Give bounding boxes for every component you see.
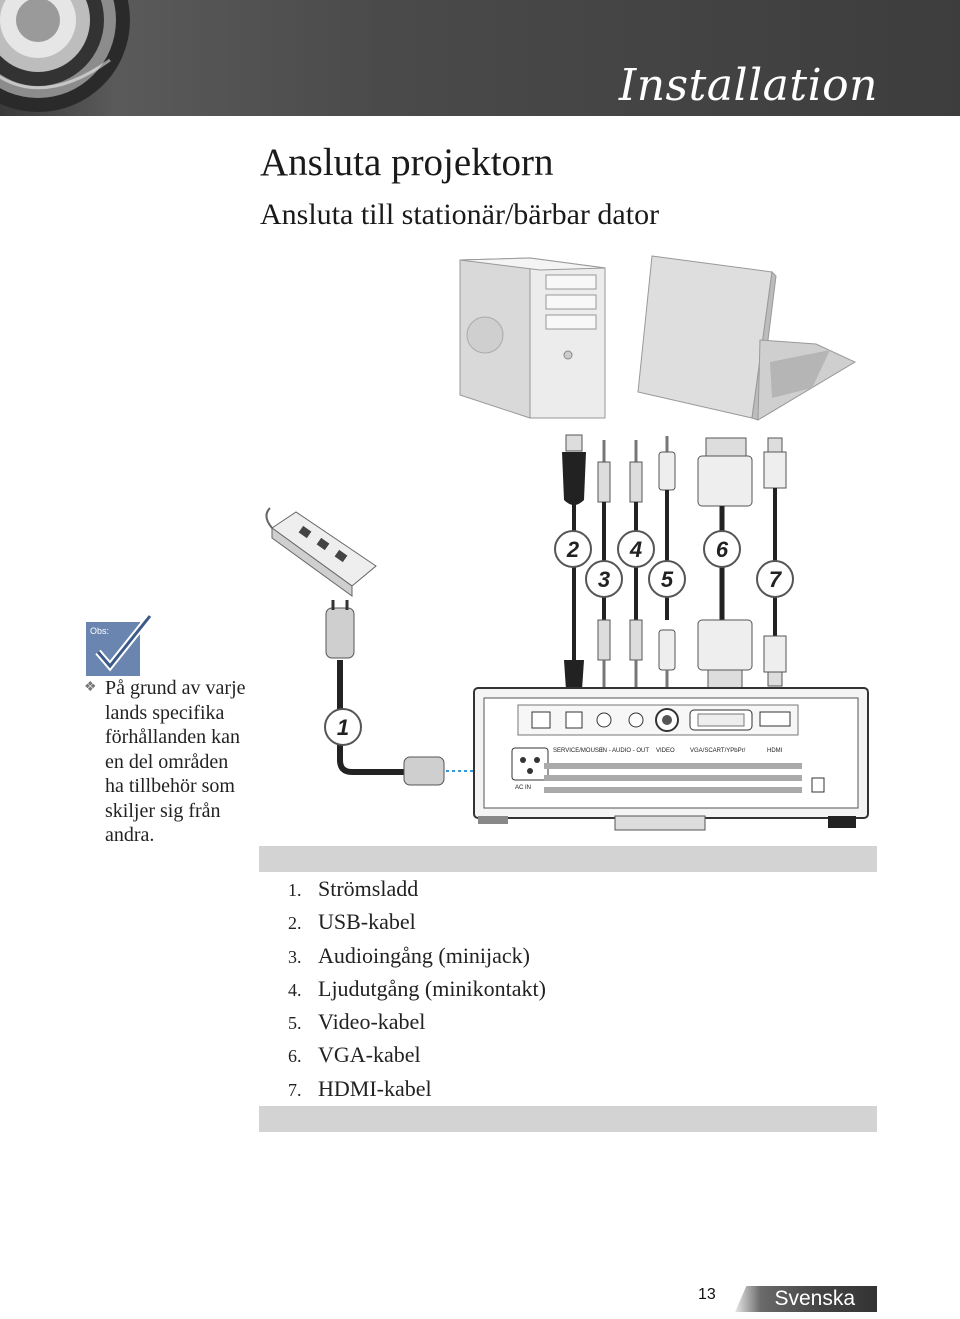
connection-diagram: 1 2 3 4 5 6 7: [265, 255, 869, 831]
callout-1: 1: [324, 708, 362, 746]
cable-legend-list: 1.Strömsladd 2.USB-kabel 3.Audioingång (…: [288, 876, 546, 1109]
port-label-video: VIDEO: [656, 748, 675, 754]
page-number: 13: [698, 1286, 716, 1303]
callout-2: 2: [554, 530, 592, 568]
note-text: På grund av varje lands specifika förhål…: [105, 677, 246, 846]
legend-item: 3.Audioingång (minijack): [288, 942, 531, 968]
legend-item: 2.USB-kabel: [288, 909, 416, 935]
callout-6: 6: [703, 530, 741, 568]
svg-text:3: 3: [598, 567, 610, 592]
callout-badges: 1 2 3 4 5 6 7: [324, 530, 794, 746]
svg-text:2: 2: [566, 537, 580, 562]
note-text-block: ❖ På grund av varje lands specifika förh…: [84, 676, 252, 848]
legend-top-bar: [259, 846, 877, 872]
legend-item: 5.Video-kabel: [288, 1009, 426, 1035]
cable-usb: [562, 434, 586, 718]
legend-item: 6.VGA-kabel: [288, 1042, 421, 1068]
svg-text:7: 7: [769, 567, 783, 592]
projector-back-panel: SERVICE/MOUSE IN - AUDIO - OUT VIDEO VGA…: [473, 687, 869, 831]
laptop-image: [637, 255, 857, 421]
port-label-hdmi: HDMI: [767, 748, 783, 754]
desktop-pc-image: [459, 257, 606, 419]
header-band: Installation: [0, 0, 960, 116]
cable-vga: [697, 437, 753, 718]
port-label-service-mouse: SERVICE/MOUSE: [553, 748, 603, 754]
legend-item: 1.Strömsladd: [288, 876, 419, 901]
section-title: Installation: [618, 60, 878, 111]
callout-5: 5: [648, 560, 686, 598]
svg-text:4: 4: [629, 537, 642, 562]
svg-text:Obs:: Obs:: [90, 626, 109, 636]
svg-text:1: 1: [337, 715, 349, 740]
legend-item: 7.HDMI-kabel: [288, 1075, 432, 1101]
page-title: Ansluta projektorn: [260, 141, 554, 184]
power-strip-image: [265, 507, 377, 597]
diamond-bullet-icon: ❖: [84, 680, 97, 695]
lens-icon: [0, 0, 130, 112]
port-label-audio: IN - AUDIO - OUT: [601, 748, 649, 754]
callout-4: 4: [617, 530, 655, 568]
callout-3: 3: [585, 560, 623, 598]
legend-bottom-bar: [259, 1106, 877, 1132]
callout-7: 7: [756, 560, 794, 598]
language-tab: Svenska: [735, 1286, 877, 1312]
port-label-ac-in: AC IN: [515, 785, 531, 791]
svg-text:6: 6: [716, 537, 729, 562]
legend-item: 4.Ljudutgång (minikontakt): [288, 975, 546, 1001]
note-checkmark-icon: Obs:: [86, 613, 153, 676]
port-label-vga: VGA/SCART/YPbPr/: [690, 748, 746, 754]
svg-text:5: 5: [661, 567, 674, 592]
cable-audio-out: [629, 440, 643, 718]
page-subtitle: Ansluta till stationär/bärbar dator: [260, 198, 660, 231]
